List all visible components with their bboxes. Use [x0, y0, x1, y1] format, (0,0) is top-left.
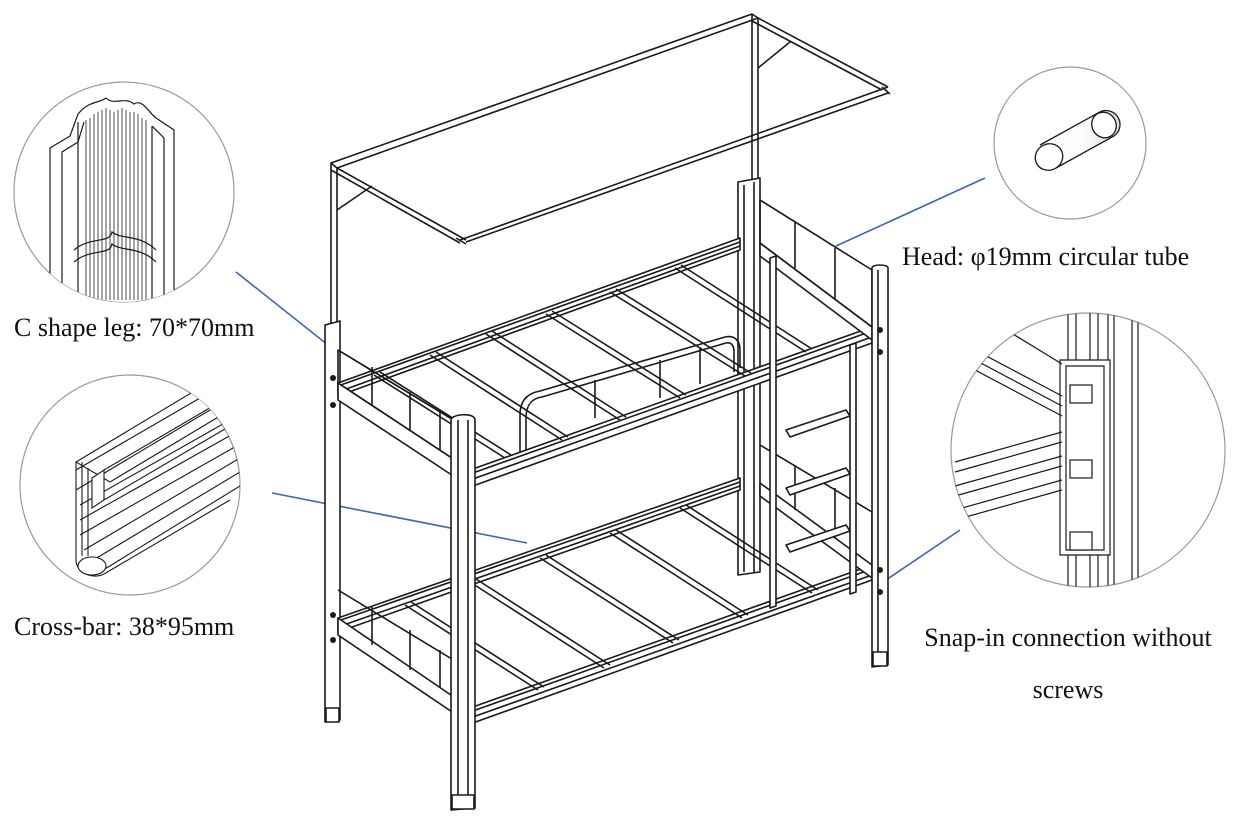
leader-head [835, 177, 986, 247]
label-snap-in-connection: Snap-in connection without screws [924, 623, 1212, 704]
leader-snap [885, 529, 961, 581]
detail-head-tube [993, 66, 1147, 220]
bolts [330, 327, 883, 643]
label-c-shape-leg: C shape leg: 70*70mm [14, 313, 255, 342]
ladder [769, 255, 857, 609]
label-crossbar: Cross-bar: 38*95mm [14, 612, 235, 641]
leader-leg [235, 271, 329, 346]
canopy-frame [330, 13, 891, 330]
detail-snap-in [950, 312, 1226, 588]
upper-slats [373, 264, 813, 459]
label-head-tube: Head: φ19mm circular tube [902, 242, 1190, 271]
lower-slats [404, 504, 819, 691]
detail-c-shape-leg [13, 81, 235, 303]
detail-crossbar [19, 374, 241, 596]
bed-frame [324, 13, 891, 811]
leader-crossbar [271, 492, 528, 544]
leader-lines [235, 177, 986, 581]
